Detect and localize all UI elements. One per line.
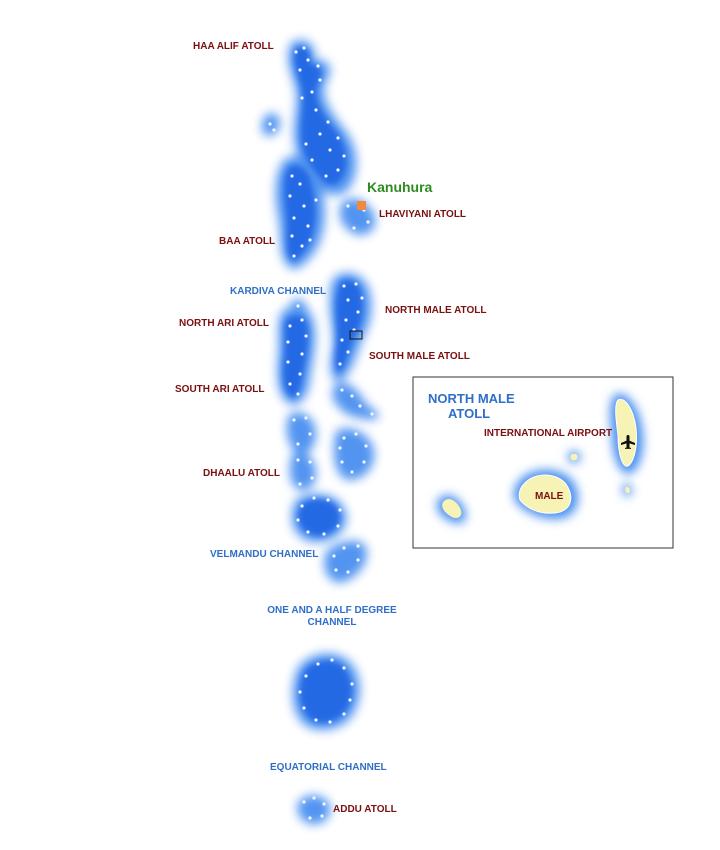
inset-title-line1: NORTH MALE xyxy=(428,391,515,406)
label-baa-atoll: BAA ATOLL xyxy=(219,236,276,247)
atoll-shape-south-ari xyxy=(286,412,316,454)
inset-island-tail xyxy=(625,486,630,494)
label-addu-atoll: ADDU ATOLL xyxy=(333,804,397,815)
atoll-shape-south-male xyxy=(332,382,379,420)
label-lhaviyani-atoll: LHAVIYANI ATOLL xyxy=(379,209,467,220)
label-male: MALE xyxy=(535,491,564,502)
atoll-core-thaa xyxy=(298,499,340,536)
atoll-shape-rasdhoo xyxy=(291,298,307,317)
kanuhura-marker[interactable] xyxy=(357,201,366,210)
inset-north-male xyxy=(412,376,674,549)
atoll-core-huvadhu xyxy=(299,660,352,723)
inset-title-line2: ATOLL xyxy=(448,406,491,421)
atoll-shape-laamu xyxy=(324,540,367,583)
atoll-core-north-ari xyxy=(282,315,309,398)
inset-locator-box xyxy=(349,330,363,340)
label-kardiva-channel: KARDIVA CHANNEL xyxy=(230,286,327,297)
atoll-core-haa-alif xyxy=(294,46,347,185)
atoll-shape-lhaviyani xyxy=(340,198,376,235)
reef-islands xyxy=(268,46,374,820)
label-international-airport: INTERNATIONAL AIRPORT xyxy=(484,428,613,439)
label-south-ari-atoll: SOUTH ARI ATOLL xyxy=(175,384,265,395)
label-haa-alif-atoll: HAA ALIF ATOLL xyxy=(193,41,274,52)
label-equatorial-channel: EQUATORIAL CHANNEL xyxy=(270,762,387,773)
label-north-ari-atoll: NORTH ARI ATOLL xyxy=(179,318,269,329)
atoll-core-north-male xyxy=(335,279,363,373)
label-one-and-a-half-degree-line2: CHANNEL xyxy=(307,617,357,628)
atoll-shape-dhaalu xyxy=(289,451,316,491)
airplane-icon xyxy=(621,435,635,449)
label-north-male-atoll: NORTH MALE ATOLL xyxy=(385,305,487,316)
inset-island-small xyxy=(570,453,578,461)
inset-island-west xyxy=(442,499,462,518)
label-velmandu-channel: VELMANDU CHANNEL xyxy=(210,549,319,560)
label-dhaalu-atoll: DHAALU ATOLL xyxy=(203,468,281,479)
inset-island-male xyxy=(518,474,572,514)
atoll-shape-felidhu xyxy=(334,428,375,481)
label-south-male-atoll: SOUTH MALE ATOLL xyxy=(369,351,470,362)
label-kanuhura-resort[interactable]: Kanuhura xyxy=(367,179,433,195)
inset-title: NORTH MALE ATOLL xyxy=(428,391,515,421)
label-one-and-a-half-degree-line1: ONE AND A HALF DEGREE xyxy=(267,605,397,616)
label-one-and-a-half-degree-channel: ONE AND A HALF DEGREE CHANNEL xyxy=(262,605,402,629)
inset-island-airport xyxy=(615,398,637,467)
